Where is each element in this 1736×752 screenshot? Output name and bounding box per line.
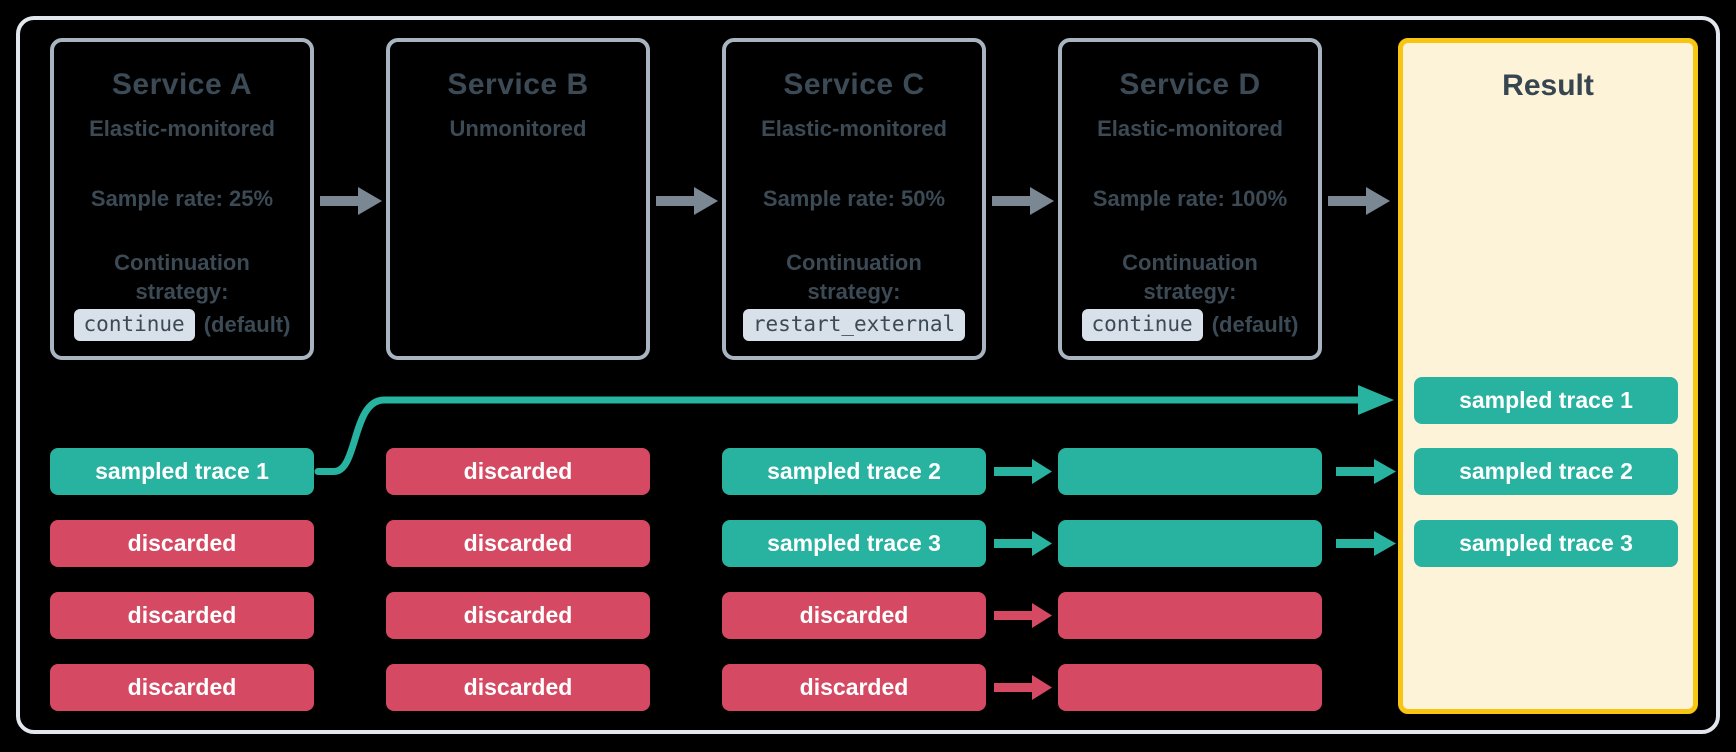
strategy-code-chip: continue — [1081, 309, 1203, 341]
trace-chip: sampled trace 2 — [722, 448, 986, 495]
service-monitoring-label: Elastic-monitored — [1097, 116, 1283, 141]
trace-bar — [1058, 448, 1322, 495]
service-title: Service C — [783, 68, 925, 101]
service-monitoring-label: Elastic-monitored — [761, 116, 947, 141]
service-d-box: Service D Elastic-monitored Sample rate:… — [1058, 38, 1322, 360]
strategy-default-suffix: (default) — [203, 312, 291, 337]
service-a-box: Service A Elastic-monitored Sample rate:… — [50, 38, 314, 360]
service-b-box: Service B Unmonitored — [386, 38, 650, 360]
service-title: Service B — [447, 68, 589, 101]
service-sample-rate: Sample rate: 100% — [1092, 186, 1288, 211]
trace-chip: discarded — [50, 664, 314, 711]
service-strategy-value: continue (default) — [1062, 309, 1318, 341]
service-monitoring-label: Elastic-monitored — [89, 116, 275, 141]
diagram-frame — [16, 16, 1720, 734]
trace-chip: sampled trace 1 — [50, 448, 314, 495]
trace-bar — [1058, 592, 1322, 639]
trace-chip: discarded — [386, 448, 650, 495]
strategy-code-chip: continue — [73, 309, 195, 341]
service-strategy-value: continue (default) — [54, 309, 310, 341]
service-title: Service D — [1119, 68, 1261, 101]
trace-chip: sampled trace 3 — [722, 520, 986, 567]
service-strategy-value: restart_external — [726, 309, 982, 341]
service-strategy-label: Continuation strategy: — [114, 250, 250, 304]
service-monitoring-label: Unmonitored — [449, 116, 587, 141]
trace-chip: discarded — [386, 664, 650, 711]
trace-chip: discarded — [722, 664, 986, 711]
service-strategy-label: Continuation strategy: — [786, 250, 922, 304]
result-title: Result — [1502, 69, 1594, 102]
service-sample-rate: Sample rate: 50% — [762, 186, 946, 211]
trace-chip: discarded — [386, 592, 650, 639]
trace-chip: discarded — [50, 592, 314, 639]
result-trace-chip: sampled trace 2 — [1414, 448, 1678, 495]
result-box: Result — [1398, 38, 1698, 714]
trace-chip: discarded — [722, 592, 986, 639]
trace-chip: discarded — [50, 520, 314, 567]
service-title: Service A — [111, 68, 253, 101]
strategy-code-chip: restart_external — [742, 309, 966, 341]
service-c-box: Service C Elastic-monitored Sample rate:… — [722, 38, 986, 360]
trace-bar — [1058, 520, 1322, 567]
strategy-default-suffix: (default) — [1211, 312, 1299, 337]
service-strategy-label: Continuation strategy: — [1122, 250, 1258, 304]
result-trace-chip: sampled trace 1 — [1414, 377, 1678, 424]
service-sample-rate: Sample rate: 25% — [90, 186, 274, 211]
trace-bar — [1058, 664, 1322, 711]
result-trace-chip: sampled trace 3 — [1414, 520, 1678, 567]
trace-chip: discarded — [386, 520, 650, 567]
